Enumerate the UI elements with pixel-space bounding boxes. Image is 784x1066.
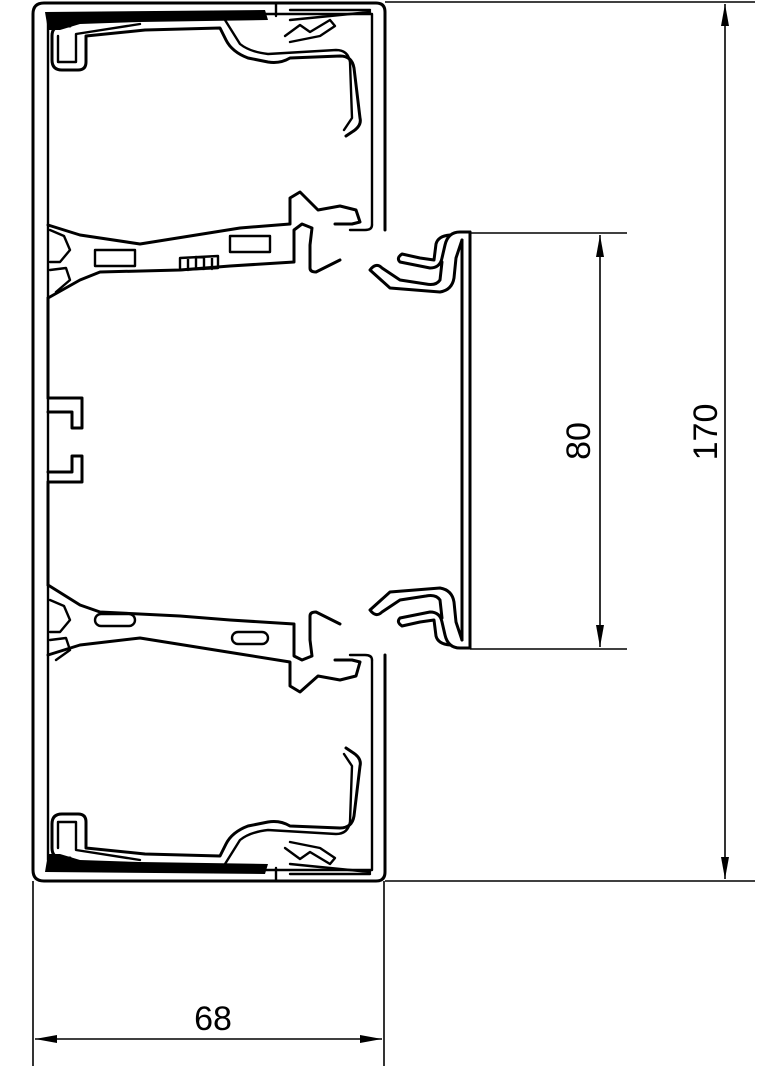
cover-outer (460, 230, 472, 650)
arrowhead-down-icon (721, 857, 729, 879)
base-outer-outline (31, 1, 387, 883)
arrowhead-right-icon (360, 1035, 382, 1043)
arrowhead-up-icon (721, 4, 729, 26)
upper-insert-inner (56, 18, 354, 132)
upper-divider-root (48, 228, 72, 294)
lower-insert-outline (50, 746, 362, 860)
lower-insert-inner (56, 752, 354, 866)
dimension-label-170: 170 (687, 404, 725, 461)
lower-spring-clip (283, 840, 372, 874)
dimension-width: 68 (32, 881, 385, 1066)
upper-insert-outline (50, 24, 362, 138)
upper-divider-teeth (178, 254, 220, 272)
arrowhead-down-icon (596, 625, 604, 647)
cover-upper-hook (368, 230, 472, 294)
dimension-label-80: 80 (560, 422, 598, 460)
upper-insert-fill (45, 10, 268, 30)
cover-lower-hook (368, 586, 472, 650)
upper-divider-slot-2 (228, 234, 272, 254)
upper-divider-slot-1 (93, 248, 137, 268)
dimension-height: 170 (385, 1, 755, 882)
lower-insert-fill (45, 854, 268, 874)
arrowhead-up-icon (596, 235, 604, 257)
base-inner-outline (46, 12, 374, 872)
dimension-label-68: 68 (194, 1000, 232, 1038)
lower-divider-slot-2 (230, 630, 270, 646)
lower-divider-root (48, 598, 72, 662)
dimension-lid-opening: 80 (470, 232, 627, 650)
lower-sidewall (274, 653, 374, 882)
base-back-edge (31, 248, 50, 587)
lower-divider-arm (46, 583, 342, 662)
upper-sidewall (274, 2, 374, 232)
upper-divider-arm (46, 190, 362, 246)
trunking-profile (31, 1, 472, 883)
lower-divider-arm-lower (46, 636, 362, 694)
upper-spring-clip (283, 10, 372, 44)
middle-mounting-groove (46, 396, 84, 484)
lower-divider-slot-1 (93, 612, 137, 628)
arrowhead-left-icon (35, 1035, 57, 1043)
